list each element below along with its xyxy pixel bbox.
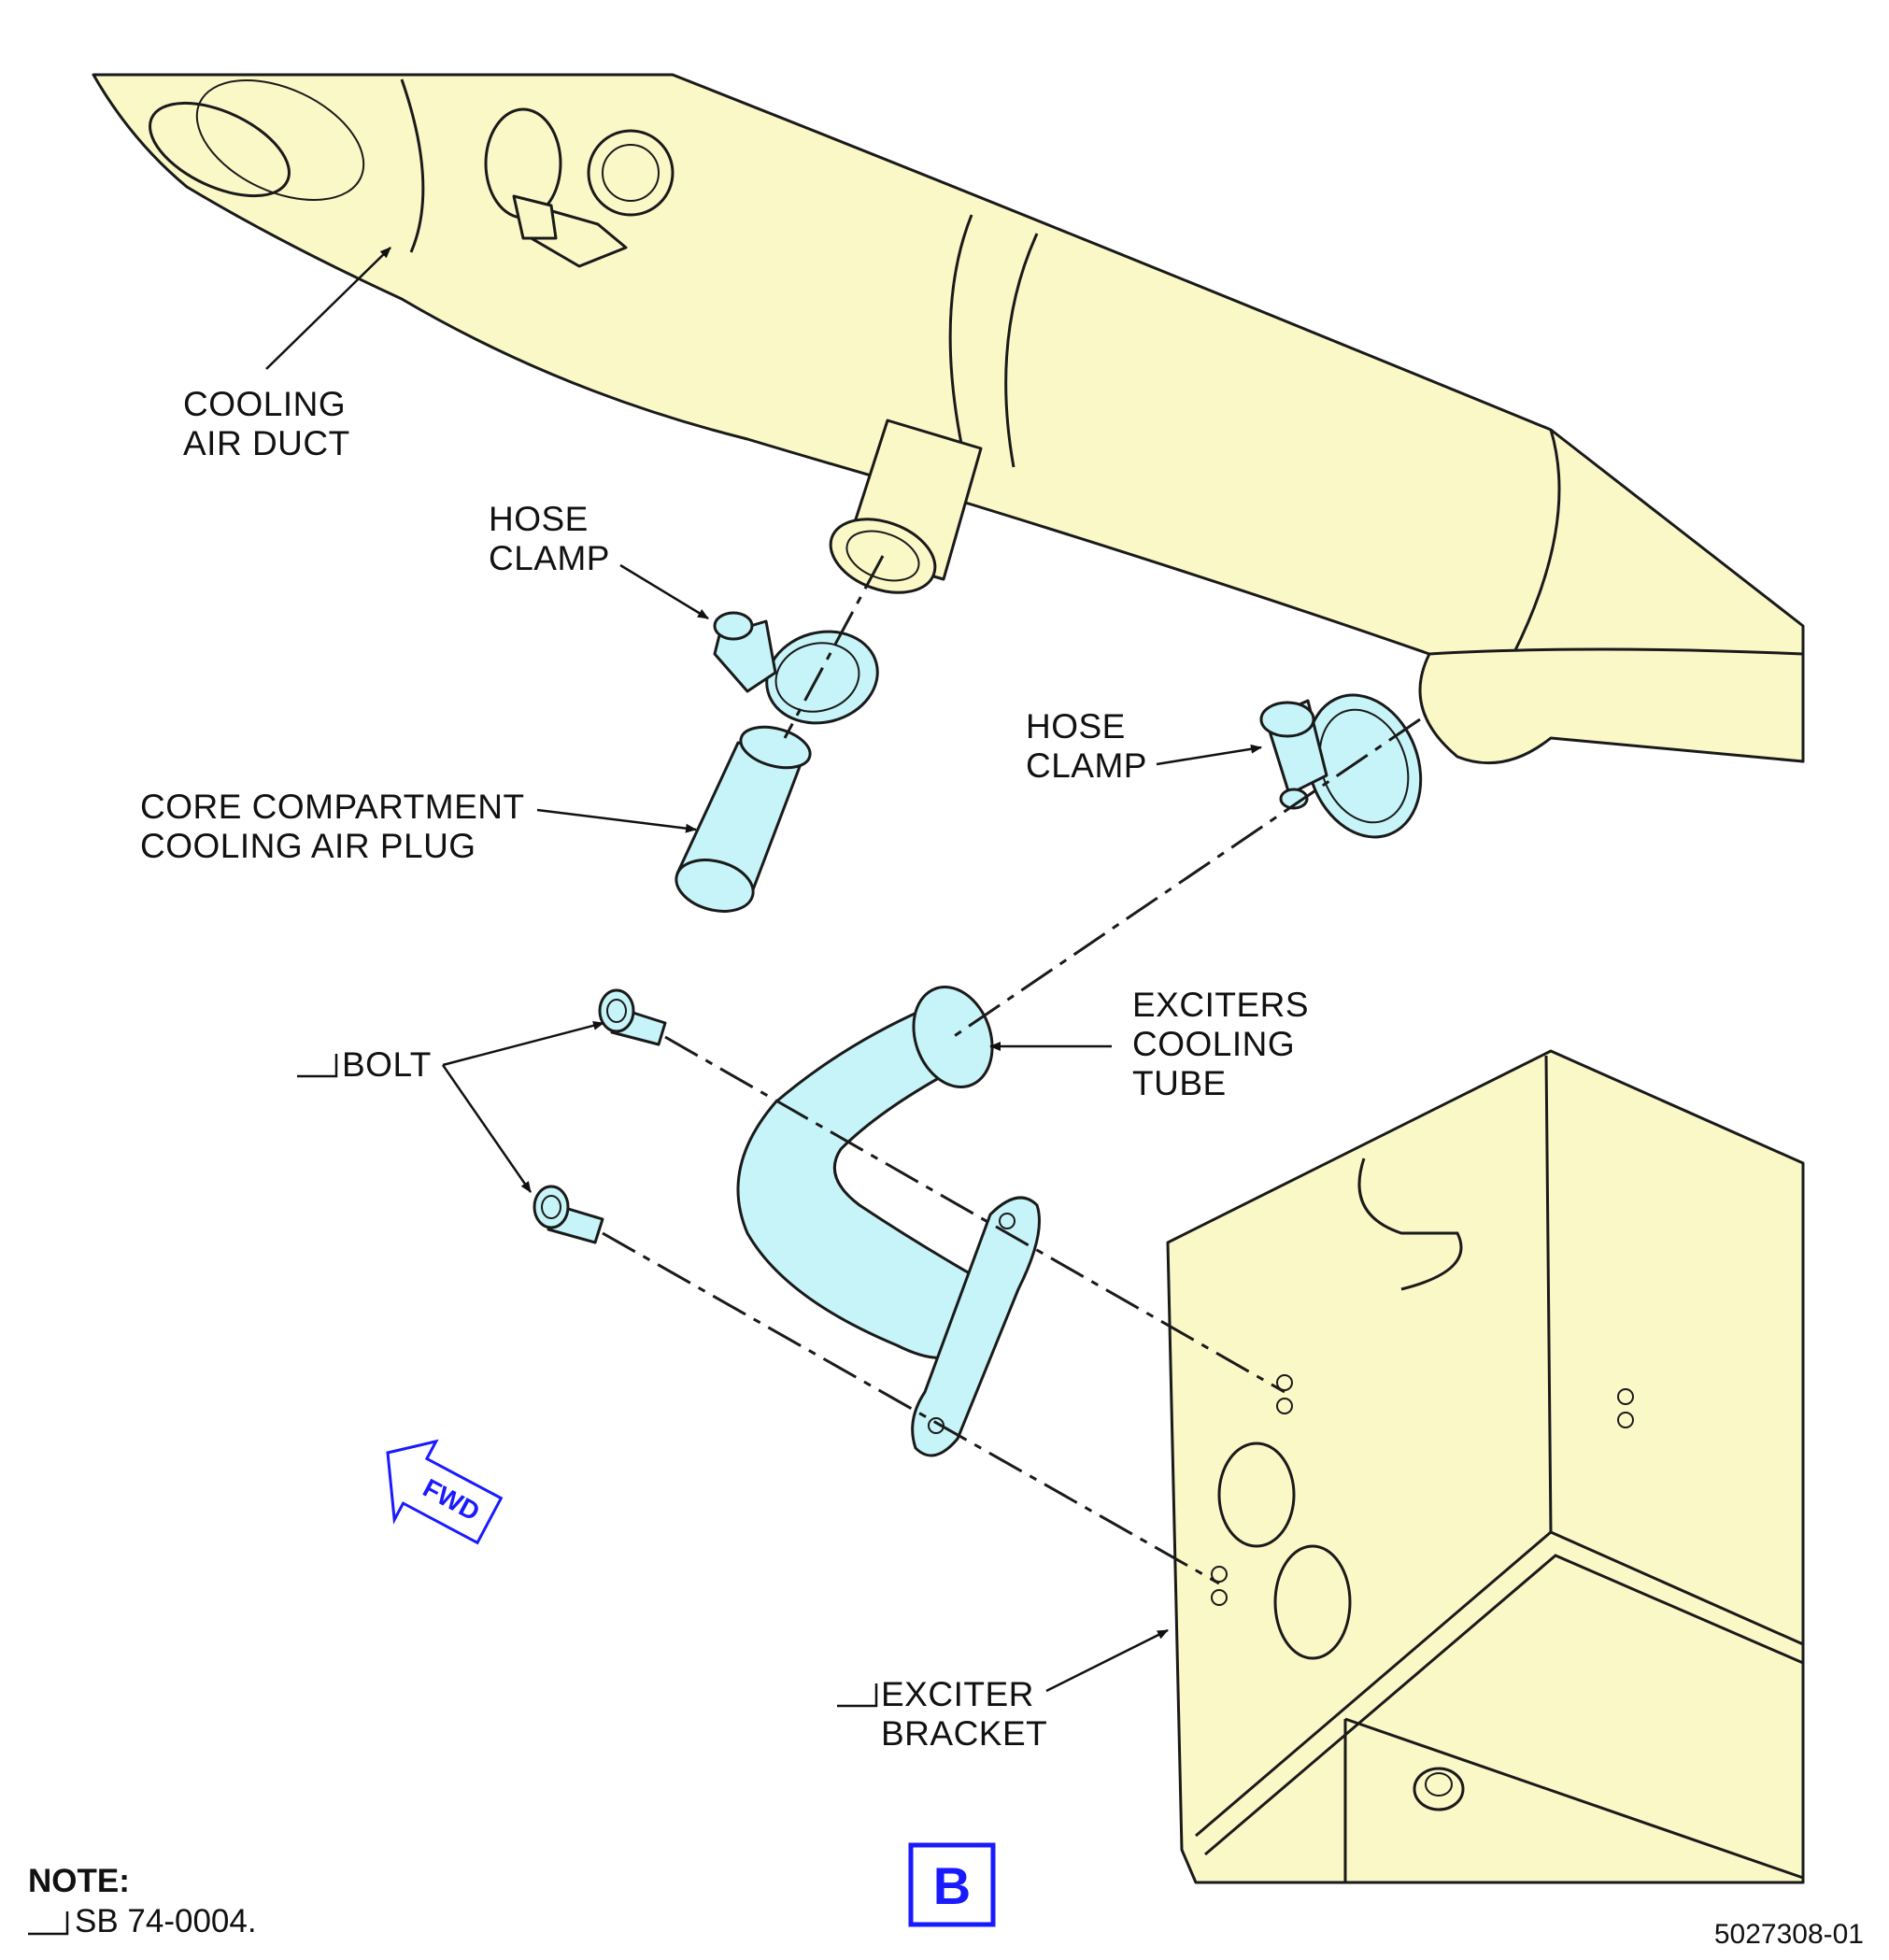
exciters-tube-label-1: EXCITERS <box>1132 986 1309 1024</box>
cooling-air-duct-label-2: AIR DUCT <box>183 424 350 462</box>
cooling-air-duct <box>92 73 1805 765</box>
hose-clamp-2 <box>1259 693 1423 839</box>
bolt-note-triangle <box>297 1054 338 1078</box>
hose-clamp-2-label-2: CLAMP <box>1026 746 1147 785</box>
exciters-tube-label-3: TUBE <box>1132 1064 1227 1102</box>
bolt-upper <box>598 988 667 1046</box>
exciter-bracket-label-2: BRACKET <box>881 1714 1047 1753</box>
note-triangle <box>28 1911 69 1936</box>
cooling-air-duct-label-1: COOLING <box>183 385 346 423</box>
note-heading: NOTE: <box>28 1863 130 1899</box>
exciter-bracket-shape <box>1166 1049 1805 1884</box>
hose-clamp-2-label-1: HOSE <box>1026 707 1126 746</box>
assembly-lines <box>602 555 1421 1585</box>
bracket-note-triangle <box>837 1683 878 1708</box>
core-plug-label-1: CORE COMPARTMENT <box>140 788 525 826</box>
note-text: SB 74-0004. <box>75 1903 257 1939</box>
note-block: NOTE: SB 74-0004. <box>28 1863 257 1939</box>
hose-clamp-1-label-2: CLAMP <box>489 539 610 577</box>
exciter-bracket-label-1: EXCITER <box>881 1675 1034 1713</box>
labels: COOLING AIR DUCT HOSE CLAMP HOSE CLAMP C… <box>140 385 1309 1753</box>
exciters-cooling-tube <box>736 986 1041 1457</box>
view-letter-box: B <box>908 1842 996 1927</box>
view-letter: B <box>933 1856 971 1915</box>
leader-lines <box>265 247 1262 1693</box>
figure-number: 5027308-01 <box>1714 1919 1864 1950</box>
hose-clamp-1-label-1: HOSE <box>489 500 589 538</box>
fwd-arrow-icon: FWD <box>386 1439 504 1545</box>
bolt-lower <box>533 1185 604 1244</box>
hose-clamp-1 <box>713 611 879 725</box>
exciters-tube-label-2: COOLING <box>1132 1025 1295 1063</box>
bolt-label: BOLT <box>342 1045 432 1084</box>
core-plug-label-2: COOLING AIR PLUG <box>140 827 476 865</box>
core-compartment-plug <box>675 725 812 913</box>
